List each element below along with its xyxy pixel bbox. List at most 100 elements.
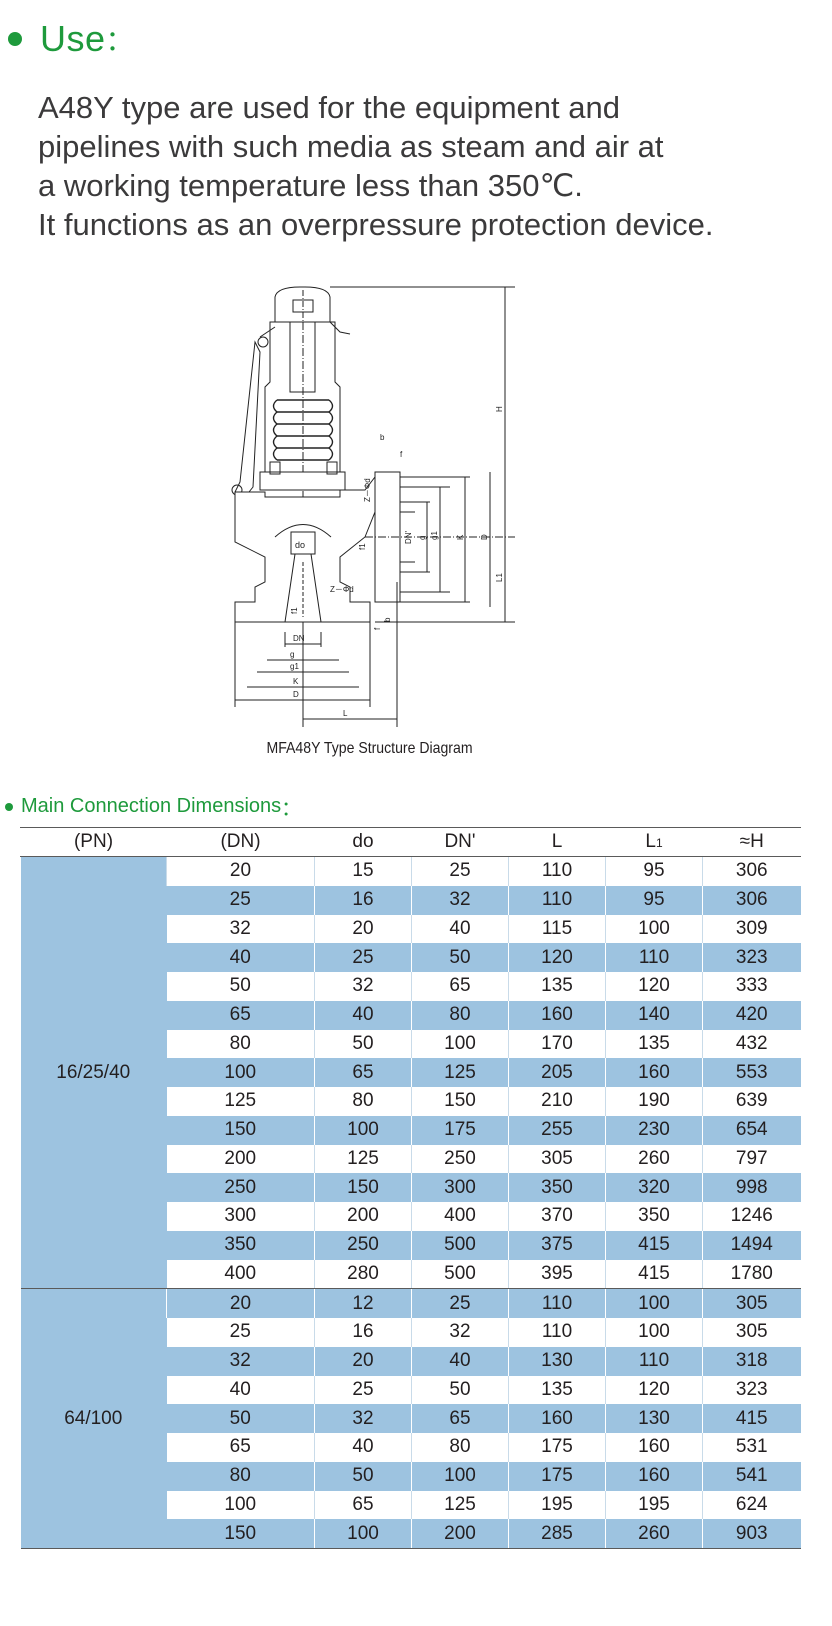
table-cell: 323 [702,1375,801,1405]
label-b-bottom: b [383,617,392,622]
table-cell: 40 [314,1433,412,1462]
table-cell: 25 [314,1375,412,1405]
table-cell: 100 [314,1519,412,1550]
pn-group-cell: 64/100 [20,1288,167,1549]
table-cell: 1246 [702,1202,801,1231]
label-g1-right: g1 [430,531,439,540]
table-cell: 375 [508,1230,606,1260]
label-dn-prime: DN' [404,530,413,544]
dimensions-heading-text: Main Connection Dimensions [21,795,282,817]
table-cell: 20 [166,856,315,886]
table-cell: 50 [314,1461,412,1491]
table-cell: 309 [702,914,801,944]
label-d-right: D [480,534,489,540]
table-cell: 16 [314,1318,412,1347]
table-cell: 50 [411,1375,509,1405]
label-f-right: f [400,450,403,459]
label-zd-bottom: Z－Φd [330,585,354,594]
table-cell: 190 [605,1087,703,1116]
table-cell: 32 [314,1404,412,1433]
diagram-caption: MFA48Y Type Structure Diagram [266,740,473,757]
table-cell: 100 [166,1058,315,1087]
use-heading: Use： [0,18,134,60]
use-line-4: It functions as an overpressure protecti… [38,207,714,242]
label-zd-right: Z－Φd [363,478,372,502]
table-cell: 541 [702,1461,801,1491]
label-do: do [295,540,305,550]
table-cell: 65 [166,1000,315,1030]
label-b-right: b [380,433,385,442]
table-cell: 420 [702,1000,801,1030]
table-cell: 400 [166,1259,315,1290]
table-cell: 150 [166,1519,315,1550]
table-cell: 195 [605,1490,703,1520]
dimensions-heading: Main Connection Dimensions： [0,792,301,821]
table-cell: 370 [508,1202,606,1231]
table-cell: 80 [411,1433,509,1462]
table-cell: 95 [605,885,703,915]
header-do: do [314,827,412,857]
table-cell: 110 [508,885,606,915]
table-cell: 500 [411,1230,509,1260]
label-k: K [293,677,299,686]
table-cell: 110 [605,943,703,972]
valve-body: do [234,476,386,623]
label-l: L [343,709,348,718]
table-cell: 135 [508,972,606,1001]
table-cell: 25 [166,885,315,915]
table-cell: 305 [702,1288,801,1318]
table-cell: 170 [508,1029,606,1059]
label-h: H [495,406,504,412]
table-cell: 25 [314,943,412,972]
table-cell: 300 [166,1202,315,1231]
table-cell: 50 [411,943,509,972]
table-cell: 250 [166,1173,315,1202]
use-line-2: pipelines with such media as steam and a… [38,129,664,164]
label-f1-bottom: f1 [290,607,299,614]
table-cell: 654 [702,1115,801,1145]
table-cell: 32 [411,885,509,915]
table-cell: 320 [605,1173,703,1202]
table-cell: 100 [605,914,703,944]
table-cell: 624 [702,1490,801,1520]
table-cell: 175 [508,1433,606,1462]
table-cell: 300 [411,1173,509,1202]
table-cell: 140 [605,1000,703,1030]
table-cell: 150 [314,1173,412,1202]
table-cell: 250 [314,1230,412,1260]
table-cell: 32 [314,972,412,1001]
label-k-right: K [456,534,465,540]
table-cell: 80 [166,1029,315,1059]
table-cell: 20 [314,1346,412,1376]
table-cell: 432 [702,1029,801,1059]
table-cell: 395 [508,1259,606,1290]
table-cell: 12 [314,1288,412,1318]
label-f1-right: f1 [358,543,367,550]
table-cell: 32 [166,1346,315,1376]
table-cell: 115 [508,914,606,944]
table-cell: 120 [508,943,606,972]
table-cell: 200 [411,1519,509,1550]
header-pn: (PN) [20,827,167,857]
table-cell: 230 [605,1115,703,1145]
table-cell: 150 [166,1115,315,1145]
table-cell: 797 [702,1144,801,1174]
use-description: A48Y type are used for the equipment and… [38,88,828,244]
header-dn: (DN) [166,827,315,857]
bullet-icon [8,32,22,46]
dimensions-heading-colon: ： [281,798,302,820]
table-cell: 40 [166,1375,315,1405]
table-cell: 553 [702,1058,801,1087]
table-cell: 150 [411,1087,509,1116]
table-cell: 50 [166,972,315,1001]
bullet-icon [5,802,13,811]
table-cell: 20 [166,1288,315,1318]
